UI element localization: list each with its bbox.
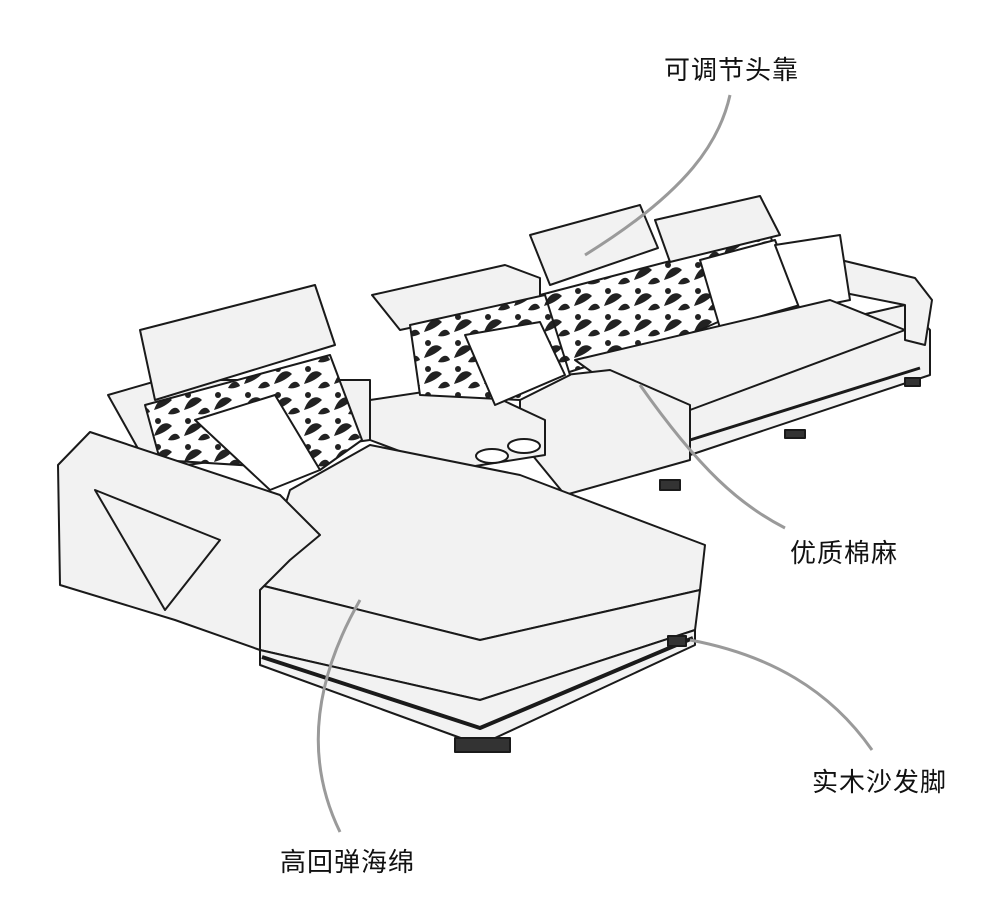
headrest-left bbox=[139, 284, 336, 401]
leader-sponge bbox=[316, 599, 362, 833]
sofa-drawing bbox=[57, 195, 933, 753]
chaise-base-stripe bbox=[261, 636, 694, 730]
sofa-foot-5 bbox=[904, 377, 921, 387]
pillow-middle bbox=[464, 321, 566, 406]
leader-legs bbox=[689, 638, 874, 751]
cup-holder-2 bbox=[507, 438, 541, 454]
leader-fabric bbox=[638, 384, 786, 530]
left-armrest bbox=[57, 431, 321, 651]
sofa-foot-1 bbox=[454, 737, 511, 753]
leader-lines bbox=[316, 94, 874, 833]
sofa-foot-3 bbox=[659, 479, 681, 491]
chaise-base bbox=[259, 629, 696, 746]
sofa-foot-4 bbox=[784, 429, 806, 439]
label-quality-cotton-linen: 优质棉麻 bbox=[790, 539, 899, 569]
leader-headrest bbox=[584, 94, 732, 257]
cup-holder-1 bbox=[475, 448, 509, 464]
pillow-left bbox=[194, 394, 321, 491]
middle-console-top bbox=[371, 264, 541, 331]
pillow-right-2 bbox=[774, 234, 851, 311]
headrest-right-1 bbox=[529, 204, 659, 286]
label-adjustable-headrest: 可调节头靠 bbox=[664, 56, 800, 86]
headrest-right-2 bbox=[654, 195, 781, 263]
label-solid-wood-legs: 实木沙发脚 bbox=[812, 768, 948, 798]
label-high-resilience-sponge: 高回弹海绵 bbox=[280, 848, 416, 878]
left-armrest-panel bbox=[94, 489, 221, 611]
sofa-foot-2 bbox=[667, 635, 687, 647]
